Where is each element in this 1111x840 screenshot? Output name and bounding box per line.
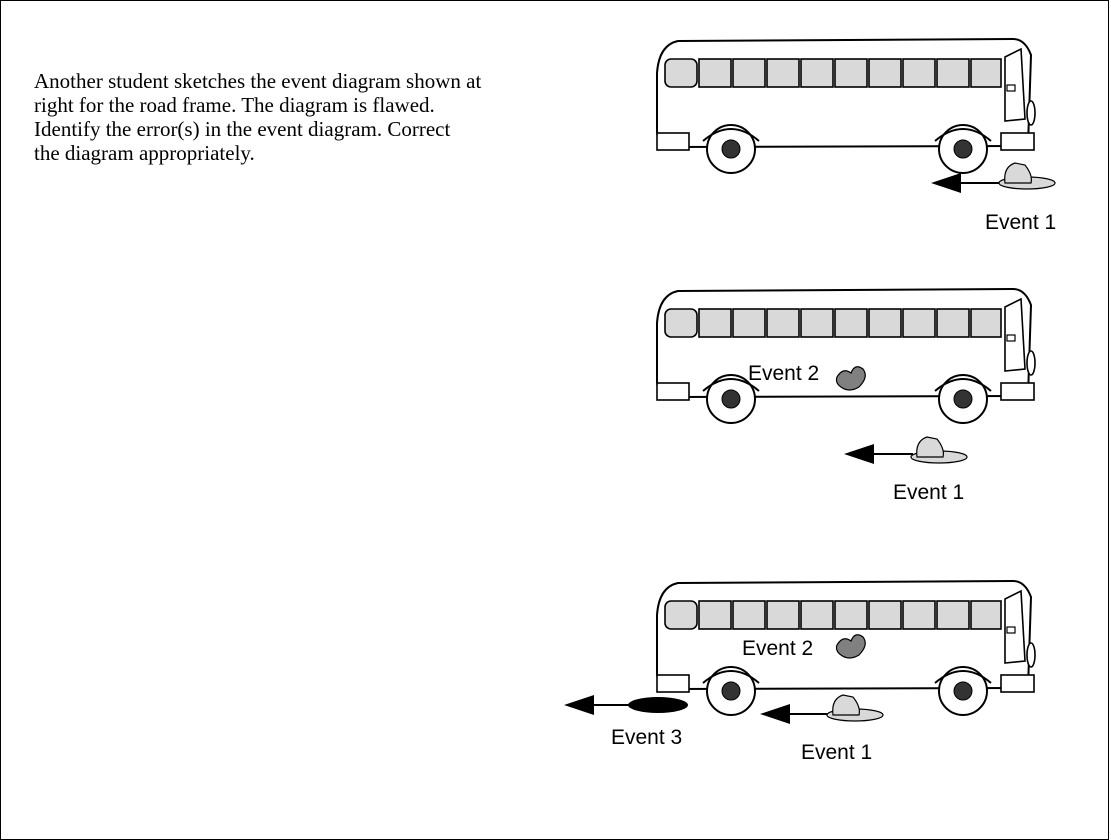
prompt-line-2: right for the road frame. The diagram is… <box>34 93 435 117</box>
problem-prompt: Another student sketches the event diagr… <box>34 69 634 165</box>
event-1-arrow <box>844 444 913 464</box>
event-2-label: Event 2 <box>748 362 819 385</box>
event-1-label: Event 1 <box>985 211 1056 234</box>
prompt-line-4: the diagram appropriately. <box>34 141 255 165</box>
event-1-hat <box>998 162 1056 190</box>
event-3-arrow <box>564 695 637 715</box>
bus-2 <box>656 288 1036 424</box>
panel-3: Event 2 Event 3 Event 1 <box>564 580 1036 764</box>
panel-2: Event 2 Event 1 <box>656 288 1036 504</box>
event-1-hat <box>910 436 968 464</box>
event-3-marker <box>628 697 688 713</box>
event-1-label: Event 1 <box>893 481 964 504</box>
event-1-hat <box>826 694 884 722</box>
event-3-label: Event 3 <box>611 726 682 749</box>
event-2-label: Event 2 <box>742 637 813 660</box>
panel-1: Event 1 <box>656 38 1056 234</box>
event-1-arrow <box>931 173 1001 193</box>
bus-1 <box>656 38 1036 174</box>
event-1-label: Event 1 <box>801 741 872 764</box>
event-1-arrow <box>760 704 831 724</box>
prompt-line-1: Another student sketches the event diagr… <box>34 69 482 93</box>
prompt-line-3: Identify the error(s) in the event diagr… <box>34 117 451 141</box>
